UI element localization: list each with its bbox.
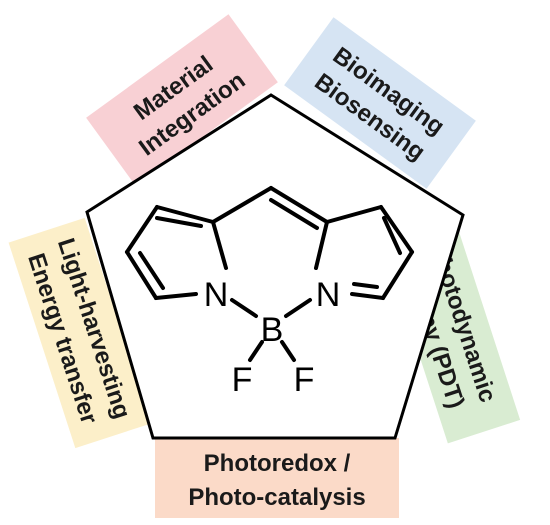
photoredox-photocatalysis-box: Photoredox / Photo-catalysis bbox=[155, 438, 399, 518]
atom-boron: B bbox=[261, 311, 284, 349]
atom-fluorine-right: F bbox=[294, 361, 315, 399]
atom-n-right: N bbox=[316, 276, 341, 314]
photoredox-line1: Photoredox / bbox=[204, 450, 351, 477]
atom-fluorine-left: F bbox=[232, 361, 253, 399]
central-pentagon bbox=[85, 93, 465, 440]
bodipy-structure: N N B F F bbox=[125, 186, 414, 399]
photoredox-line2: Photo-catalysis bbox=[188, 484, 365, 511]
material-integration-box: Material Integration bbox=[86, 14, 278, 186]
atom-n-left: N bbox=[204, 276, 229, 314]
